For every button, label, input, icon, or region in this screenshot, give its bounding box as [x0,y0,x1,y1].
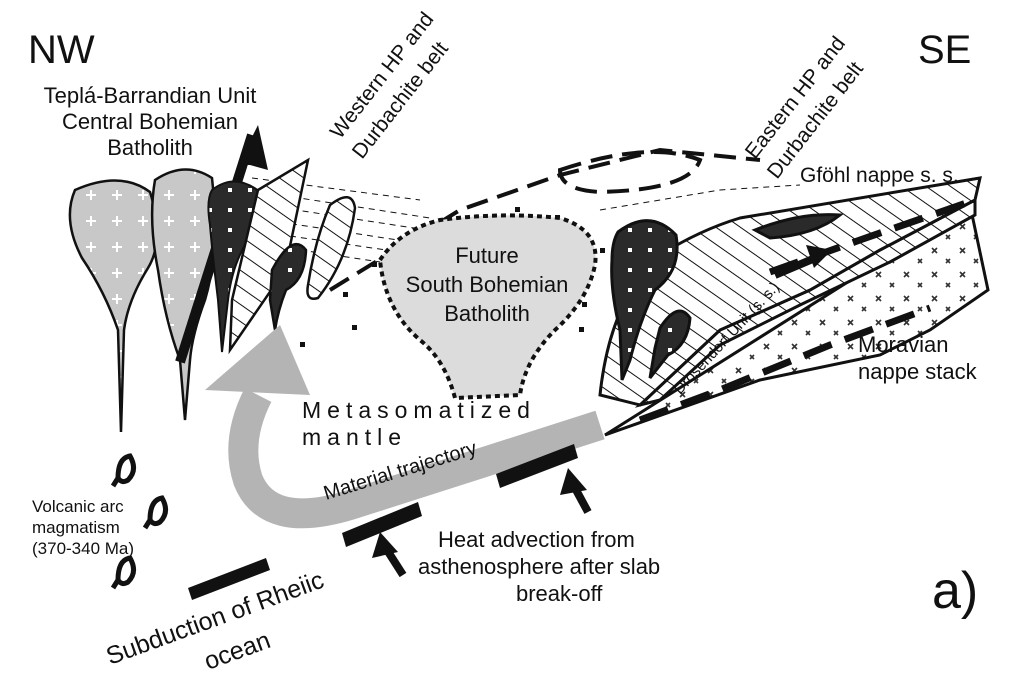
volcanic-drops [110,453,168,590]
nw-plutons [68,168,217,433]
heat-line3: break-off [516,581,603,606]
heat-line2: asthenosphere after slab [418,554,660,579]
se-label: SE [918,28,971,72]
future-batholith [377,213,598,401]
mantle-line1: Metasomatized [302,397,536,423]
panel-label: a) [932,562,978,620]
moravian-line1: Moravian [858,332,948,357]
dark-pluton-se [610,219,679,381]
heat-line1: Heat advection from [438,527,635,552]
future-batholith-line1: Future [455,243,519,268]
future-batholith-line2: South Bohemian [406,272,569,297]
gfohl-label: Gföhl nappe s. s. [800,164,959,187]
mantle-line2: mantle [302,424,407,450]
tepla-label-line2: Central Bohemian [62,109,238,134]
pluton-left [68,179,159,433]
pluton-center [150,168,217,421]
heat-arrows [372,468,592,578]
nw-label: NW [28,28,95,72]
slab-segments [188,444,578,600]
future-batholith-line3: Batholith [444,301,530,326]
se-nappe-complex [598,176,990,437]
thrust-lines [638,196,977,424]
volcanic-line1: Volcanic arc [32,497,124,516]
moravian-line2: nappe stack [858,359,978,384]
thrust-arrow [773,245,832,279]
tepla-label-line3: Batholith [107,135,193,160]
material-trajectory-arrow [205,325,605,529]
dark-pluton-se-small [648,309,692,379]
volcanic-line3: (370-340 Ma) [32,539,134,558]
dark-lens [751,213,844,240]
tepla-label-line1: Teplá-Barrandian Unit [44,83,257,108]
volcanic-line2: magmatism [32,518,120,537]
western-hp-belt [228,157,357,355]
